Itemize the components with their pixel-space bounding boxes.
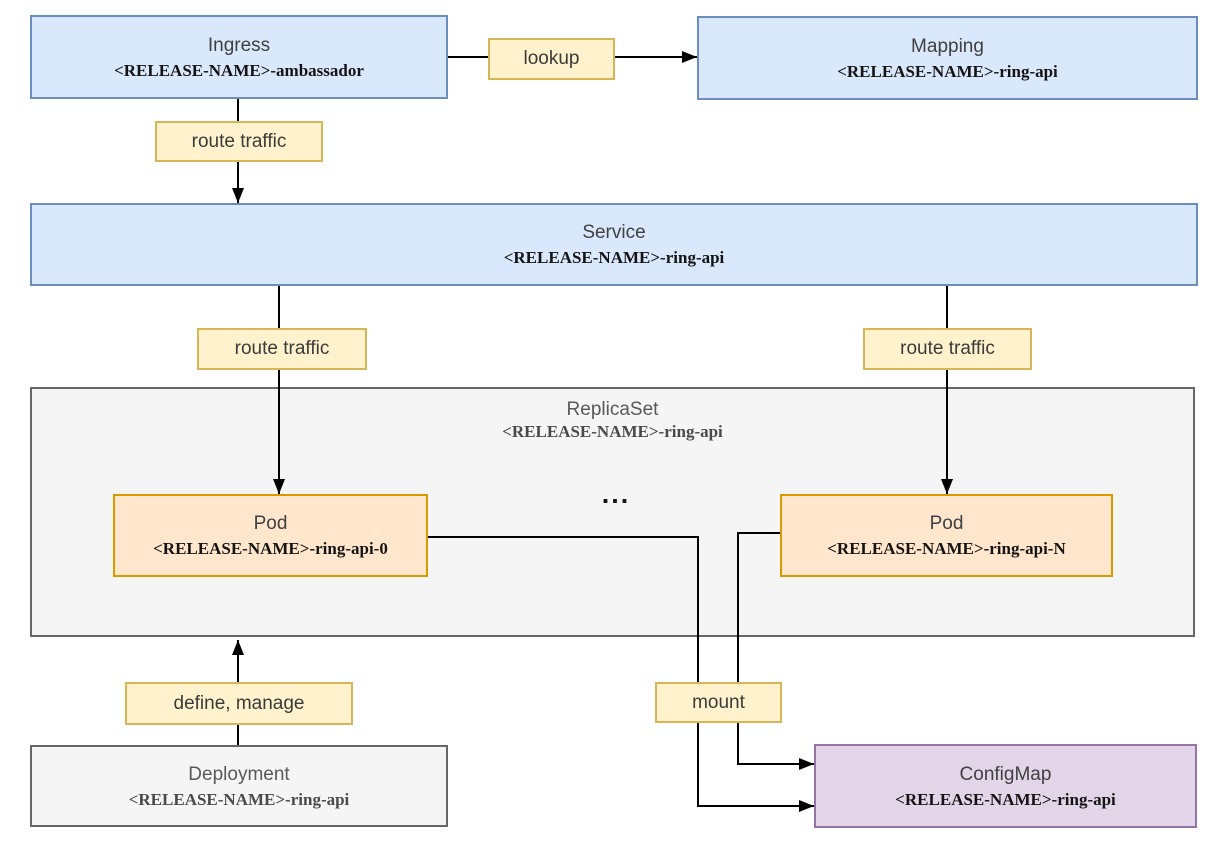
service-title: Service — [582, 222, 646, 243]
configmap-title: ConfigMap — [959, 763, 1052, 785]
edge-label-lookup: lookup — [488, 38, 615, 80]
service-subtitle: <RELEASE-NAME>-ring-api — [503, 248, 725, 267]
node-configmap: ConfigMap <RELEASE-NAME>-ring-api — [814, 744, 1197, 828]
replicaset-header: ReplicaSet <RELEASE-NAME>-ring-api — [32, 389, 1193, 442]
node-mapping: Mapping <RELEASE-NAME>-ring-api — [697, 16, 1198, 100]
ingress-title: Ingress — [207, 34, 271, 56]
mapping-subtitle: <RELEASE-NAME>-ring-api — [837, 61, 1058, 81]
ingress-subtitle: <RELEASE-NAME>-ambassador — [114, 60, 364, 80]
pods-ellipsis: ... — [601, 479, 631, 509]
node-service: Service <RELEASE-NAME>-ring-api — [30, 203, 1198, 286]
edge-label-route-traffic-ingress: route traffic — [155, 121, 323, 162]
node-pod-0: Pod <RELEASE-NAME>-ring-api-0 — [113, 494, 428, 577]
deployment-subtitle: <RELEASE-NAME>-ring-api — [128, 789, 350, 809]
replicaset-title: ReplicaSet — [566, 399, 659, 420]
edge-label-route-traffic-podN: route traffic — [863, 328, 1032, 370]
node-pod-n: Pod <RELEASE-NAME>-ring-api-N — [780, 494, 1113, 577]
replicaset-subtitle: <RELEASE-NAME>-ring-api — [502, 422, 723, 441]
podN-subtitle: <RELEASE-NAME>-ring-api-N — [827, 539, 1066, 558]
node-deployment: Deployment <RELEASE-NAME>-ring-api — [30, 745, 448, 827]
edge-label-define-manage: define, manage — [125, 682, 353, 725]
configmap-subtitle: <RELEASE-NAME>-ring-api — [895, 789, 1116, 809]
mapping-title: Mapping — [911, 35, 984, 57]
edge-label-route-traffic-pod0: route traffic — [197, 328, 367, 370]
pod0-subtitle: <RELEASE-NAME>-ring-api-0 — [153, 539, 388, 558]
podN-title: Pod — [929, 513, 964, 534]
deployment-title: Deployment — [188, 763, 290, 785]
pod0-title: Pod — [253, 513, 288, 534]
edge-label-mount: mount — [655, 682, 782, 723]
node-ingress: Ingress <RELEASE-NAME>-ambassador — [30, 15, 448, 99]
